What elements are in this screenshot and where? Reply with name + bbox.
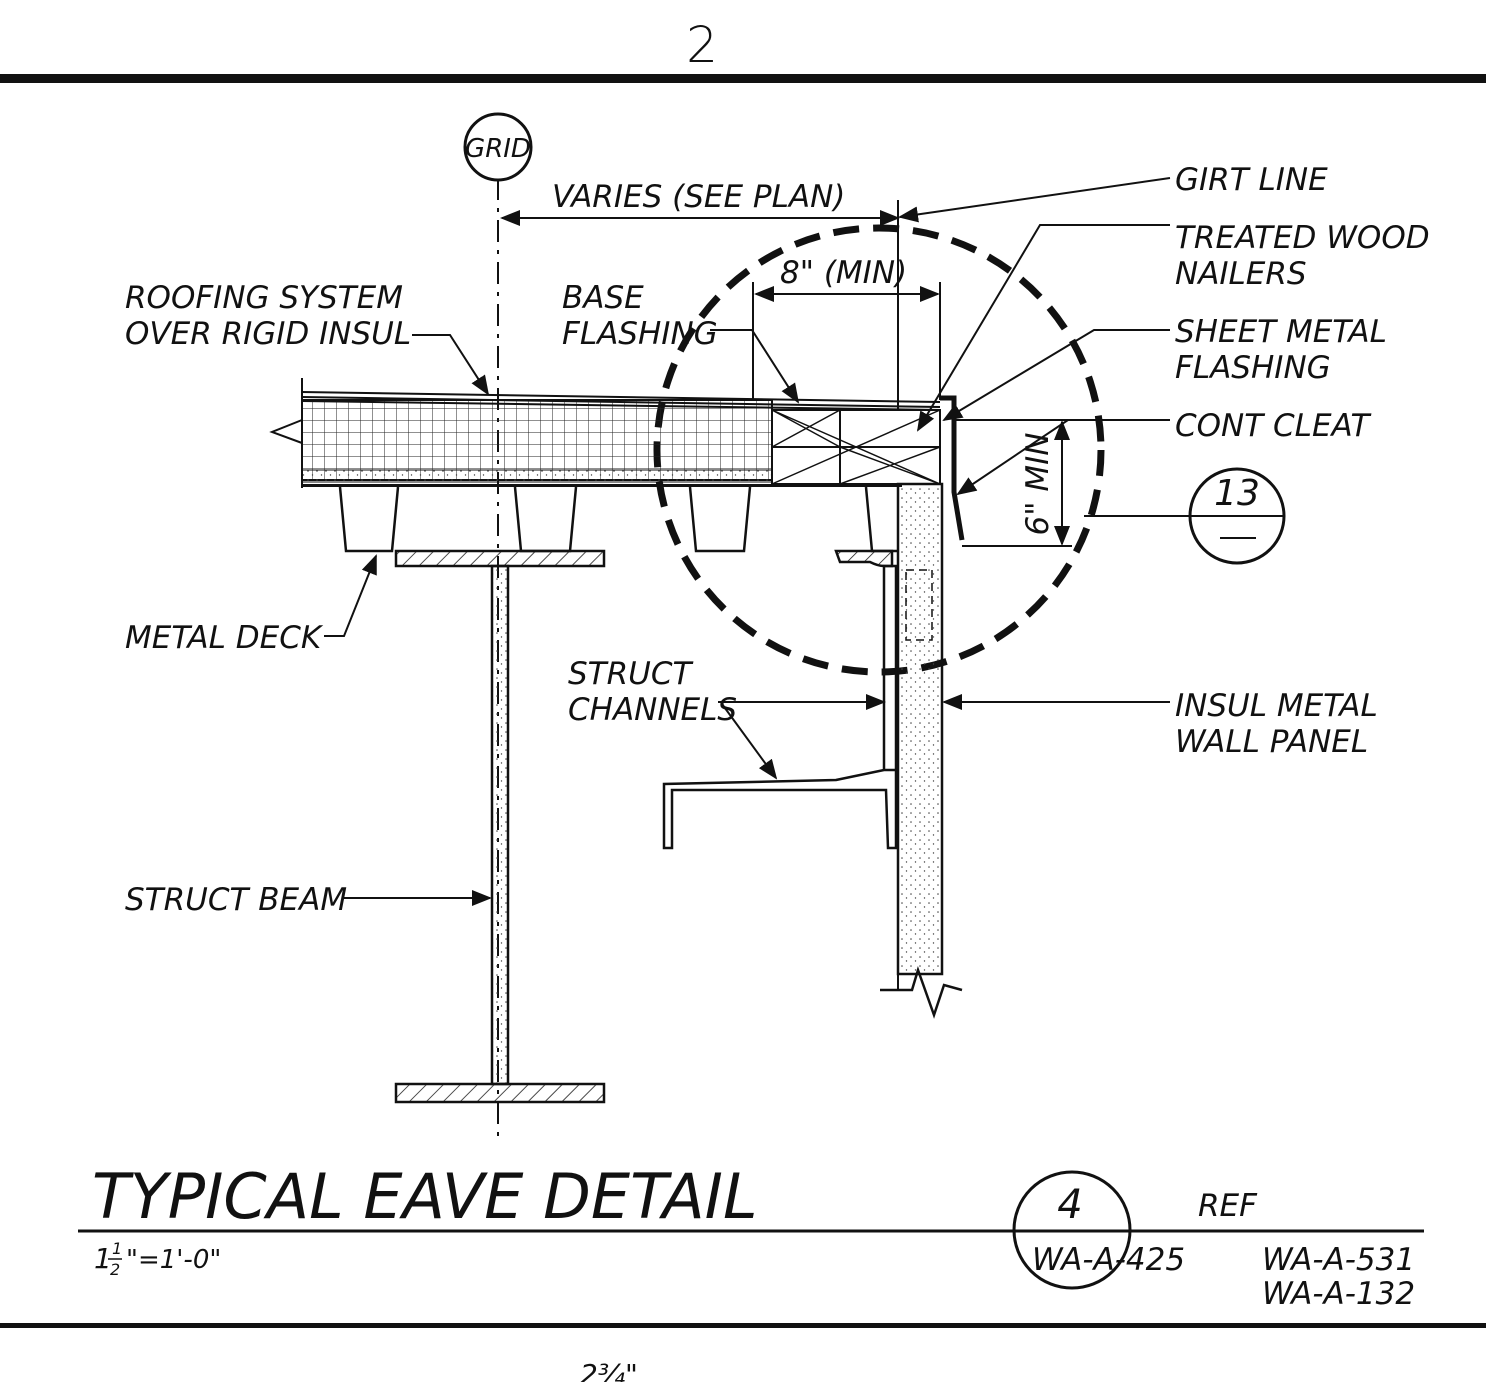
insul-metal-wall-panel <box>896 482 944 976</box>
varies-dimension-label: VARIES (SEE PLAN) <box>552 179 845 215</box>
bottom-cut-dimension: 2¾" <box>580 1358 638 1382</box>
roof-membrane <box>301 391 941 411</box>
base-flashing-leader <box>710 329 800 404</box>
metal-deck-callout: METAL DECK <box>125 620 324 656</box>
girt-line-callout: GIRT LINE <box>1175 162 1328 198</box>
roofing-leader <box>412 334 490 396</box>
treated-wood-callout-2: NAILERS <box>1175 256 1307 292</box>
bottom-border <box>0 1323 1486 1328</box>
scale-rest: "=1'-0" <box>126 1245 221 1275</box>
deck-bottom-line <box>302 484 902 487</box>
insulation-dotted-board <box>301 469 773 483</box>
nailer-hidden <box>905 569 933 641</box>
rigid-insulation <box>301 399 773 481</box>
beam-bottom-flange <box>394 1082 606 1104</box>
roofing-callout-1: ROOFING SYSTEM <box>125 280 403 316</box>
struct-channels-callout-1: STRUCT <box>568 656 693 692</box>
nailer-cross <box>771 409 941 485</box>
wall-panel-break <box>880 965 963 1019</box>
cont-cleat-callout: CONT CLEAT <box>1175 408 1371 444</box>
ref-sheet-1: WA-A-531 <box>1262 1242 1415 1278</box>
beam-top-flange <box>394 549 606 568</box>
detail-title: TYPICAL EAVE DETAIL <box>92 1160 758 1233</box>
base-flashing-callout-1: BASE <box>562 280 644 316</box>
top-border <box>0 74 1486 83</box>
grid-label: GRID <box>465 134 531 164</box>
struct-channels-callout-2: CHANNELS <box>568 692 737 728</box>
insul-panel-callout-1: INSUL METAL <box>1175 688 1378 724</box>
scale-numerator: 1 <box>112 1239 122 1258</box>
six-min-label: 6" MIN <box>1020 433 1056 536</box>
sheet-metal-leader <box>942 329 1170 422</box>
detail-number-bubble <box>1012 1170 1132 1290</box>
sheet-metal-callout-1: SHEET METAL <box>1175 314 1387 350</box>
treated-wood-leader <box>916 224 1170 432</box>
ref-label: REF <box>1198 1188 1258 1224</box>
lower-channel <box>662 768 898 850</box>
cont-cleat-leader <box>956 419 1170 496</box>
detail-sheet: WA-A-425 <box>1032 1242 1185 1278</box>
ref-sheet-2: WA-A-132 <box>1262 1276 1415 1312</box>
metal-deck-flute-3 <box>688 486 752 553</box>
scale-denominator: 2 <box>110 1260 120 1279</box>
detail-ref-number: 13 <box>1214 473 1260 514</box>
sheet-metal-flashing <box>940 395 965 541</box>
metal-deck-flute-2 <box>513 486 578 553</box>
roofing-callout-2: OVER RIGID INSUL <box>125 316 411 352</box>
sheet-number: 2 <box>686 16 718 74</box>
metal-deck-flute-1 <box>338 486 400 553</box>
beam-web <box>490 564 510 1086</box>
upper-channel <box>834 549 894 568</box>
grid-bubble <box>463 112 533 182</box>
base-flashing-callout-2: FLASHING <box>562 316 718 352</box>
metal-deck-flute-4 <box>864 486 898 553</box>
treated-wood-callout-1: TREATED WOOD <box>1175 220 1430 256</box>
detail-number: 4 <box>1057 1182 1082 1228</box>
sheet-metal-callout-2: FLASHING <box>1175 350 1331 386</box>
break-symbol <box>269 378 303 488</box>
struct-beam-callout: STRUCT BEAM <box>125 882 347 918</box>
metal-deck-leader <box>324 554 377 637</box>
scale-note: 1 1 2 "=1'-0" <box>94 1239 221 1279</box>
eight-min-label: 8" (MIN) <box>780 255 907 291</box>
struct-channels-leader-2 <box>721 703 778 780</box>
scale-prefix: 1 <box>94 1242 112 1275</box>
girt-line-leader <box>898 177 1171 223</box>
insul-panel-callout-2: WALL PANEL <box>1175 724 1368 760</box>
